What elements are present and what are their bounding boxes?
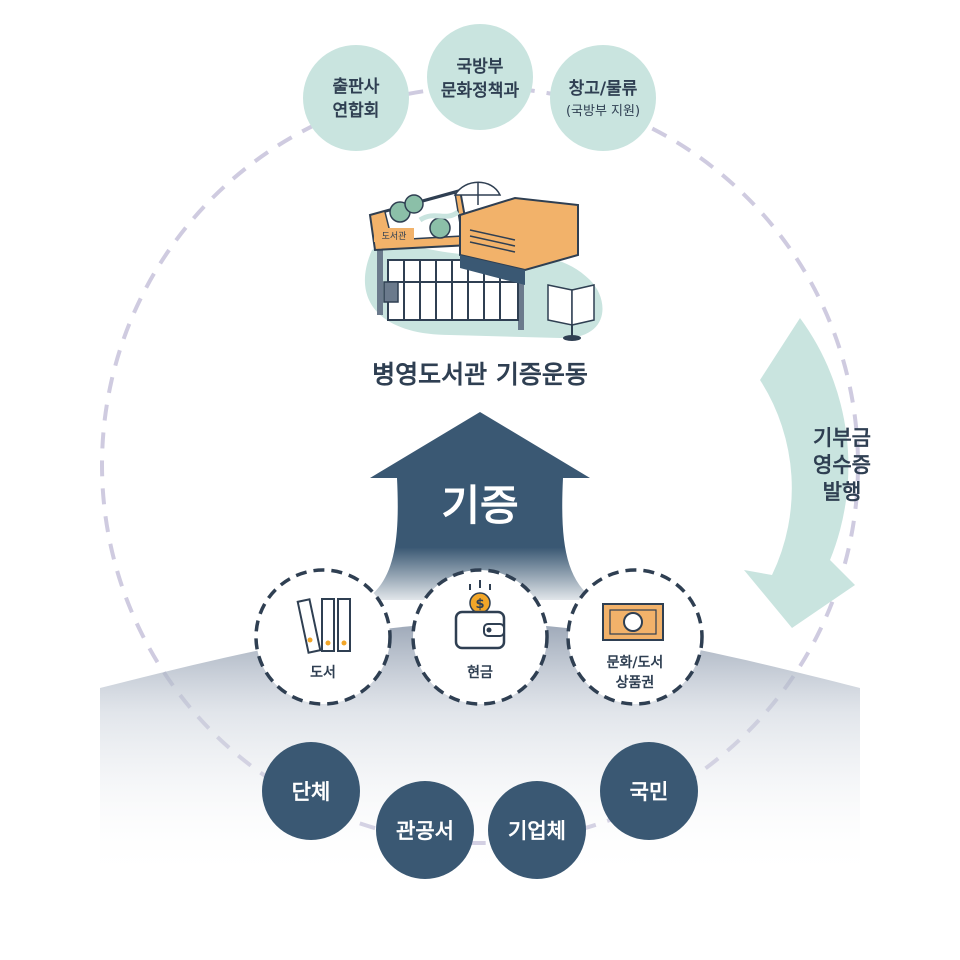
donor-circle-citizens: 국민 xyxy=(600,742,698,840)
partner-mnd-line-2: 문화정책과 xyxy=(441,81,520,101)
donation-item-voucher-line-1: 문화/도서 xyxy=(607,655,664,671)
library-illustration: 도서관 xyxy=(364,181,603,341)
donor-circle-companies: 기업체 xyxy=(488,781,586,879)
donation-item-books: 도서 xyxy=(254,568,392,706)
donation-arrow xyxy=(365,412,595,600)
receipt-label-line-2: 영수증 xyxy=(813,453,871,477)
donor-groups-label: 단체 xyxy=(292,780,331,804)
donor-citizens-label: 국민 xyxy=(630,780,669,804)
donor-circle-groups: 단체 xyxy=(262,742,360,840)
books-icon xyxy=(296,598,351,654)
donation-item-voucher: 문화/도서 상품권 xyxy=(566,568,704,706)
partner-publishers-line-1: 출판사 xyxy=(333,77,380,97)
donation-item-voucher-line-2: 상품권 xyxy=(616,675,655,691)
receipt-return-arrow xyxy=(744,318,855,628)
donor-circle-government: 관공서 xyxy=(376,781,474,879)
partner-circle-mnd: 국방부 문화정책과 xyxy=(427,24,533,130)
donation-item-cash: $ 현금 xyxy=(411,568,549,706)
receipt-label-line-3: 발행 xyxy=(823,480,862,504)
partner-publishers-line-2: 연합회 xyxy=(333,100,380,121)
donation-item-cash-label: 현금 xyxy=(467,665,493,681)
donor-government-label: 관공서 xyxy=(396,819,454,843)
svg-text:$: $ xyxy=(475,597,484,612)
partner-logistics-sub: (국방부 지원) xyxy=(566,104,640,119)
donation-item-books-label: 도서 xyxy=(310,665,336,681)
receipt-label-line-1: 기부금 xyxy=(813,426,871,450)
partner-mnd-line-1: 국방부 xyxy=(457,57,504,77)
partner-circle-publishers: 출판사 연합회 xyxy=(303,45,409,151)
wallet-icon: $ xyxy=(454,580,506,650)
gift-certificate-icon xyxy=(602,603,664,641)
library-sign: 도서관 xyxy=(382,231,407,242)
partner-circle-logistics: 창고/물류 (국방부 지원) xyxy=(550,45,656,151)
donor-companies-label: 기업체 xyxy=(508,819,566,843)
partner-logistics-line-1: 창고/물류 xyxy=(569,79,638,99)
donation-arrow-label: 기증 xyxy=(441,481,518,530)
library-title: 병영도서관 기증운동 xyxy=(372,360,588,389)
